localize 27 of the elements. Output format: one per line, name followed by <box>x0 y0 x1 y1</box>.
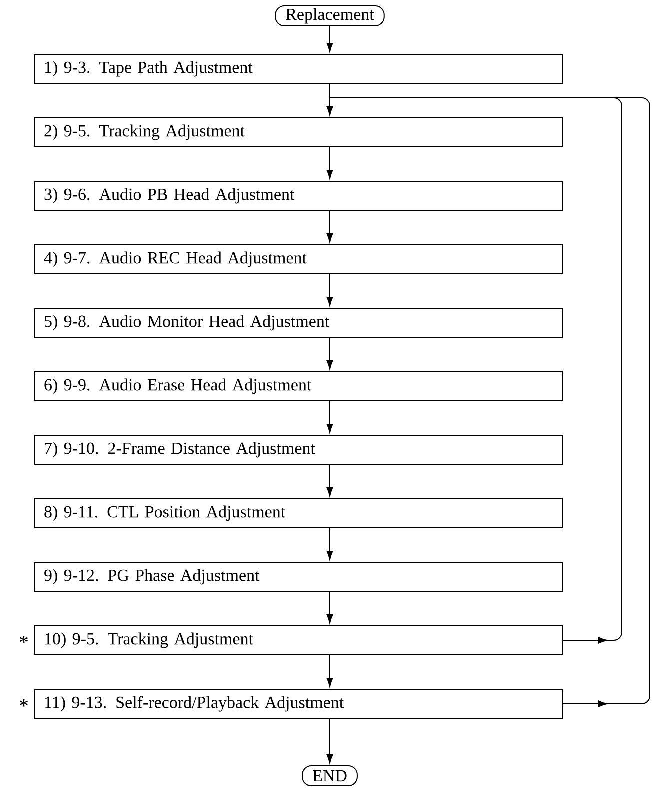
terminal-box: END <box>302 766 358 786</box>
process-box: 5) 9-8. Audio Monitor Head Adjustment <box>34 308 564 338</box>
terminal-box: Replacement <box>275 6 385 26</box>
process-box: 3) 9-6. Audio PB Head Adjustment <box>34 181 564 211</box>
process-box: 8) 9-11. CTL Position Adjustment <box>34 498 564 528</box>
process-box: 11) 9-13. Self-record/Playback Adjustment <box>34 689 564 719</box>
asterisk: * <box>20 699 28 707</box>
arrow <box>326 98 334 116</box>
arrow <box>326 401 334 434</box>
process-box: 1) 9-3. Tape Path Adjustment <box>34 54 564 84</box>
arrow <box>326 338 334 370</box>
arrow <box>326 655 334 688</box>
process-box: 10) 9-5. Tracking Adjustment <box>34 626 564 656</box>
arrow <box>326 26 334 52</box>
arrow <box>326 464 334 497</box>
arrow <box>326 528 334 560</box>
arrow <box>326 210 334 243</box>
process-box: 6) 9-9. Audio Erase Head Adjustment <box>34 372 564 402</box>
process-box: 9) 9-12. PG Phase Adjustment <box>34 562 564 592</box>
asterisk: * <box>20 636 28 644</box>
arrow <box>326 274 334 306</box>
process-box: 2) 9-5. Tracking Adjustment <box>34 118 564 148</box>
process-box: 7) 9-10. 2-Frame Distance Adjustment <box>34 435 564 465</box>
arrow <box>326 592 334 624</box>
arrow <box>326 147 334 180</box>
arrow <box>326 718 334 764</box>
process-box: 4) 9-7. Audio REC Head Adjustment <box>34 244 564 274</box>
